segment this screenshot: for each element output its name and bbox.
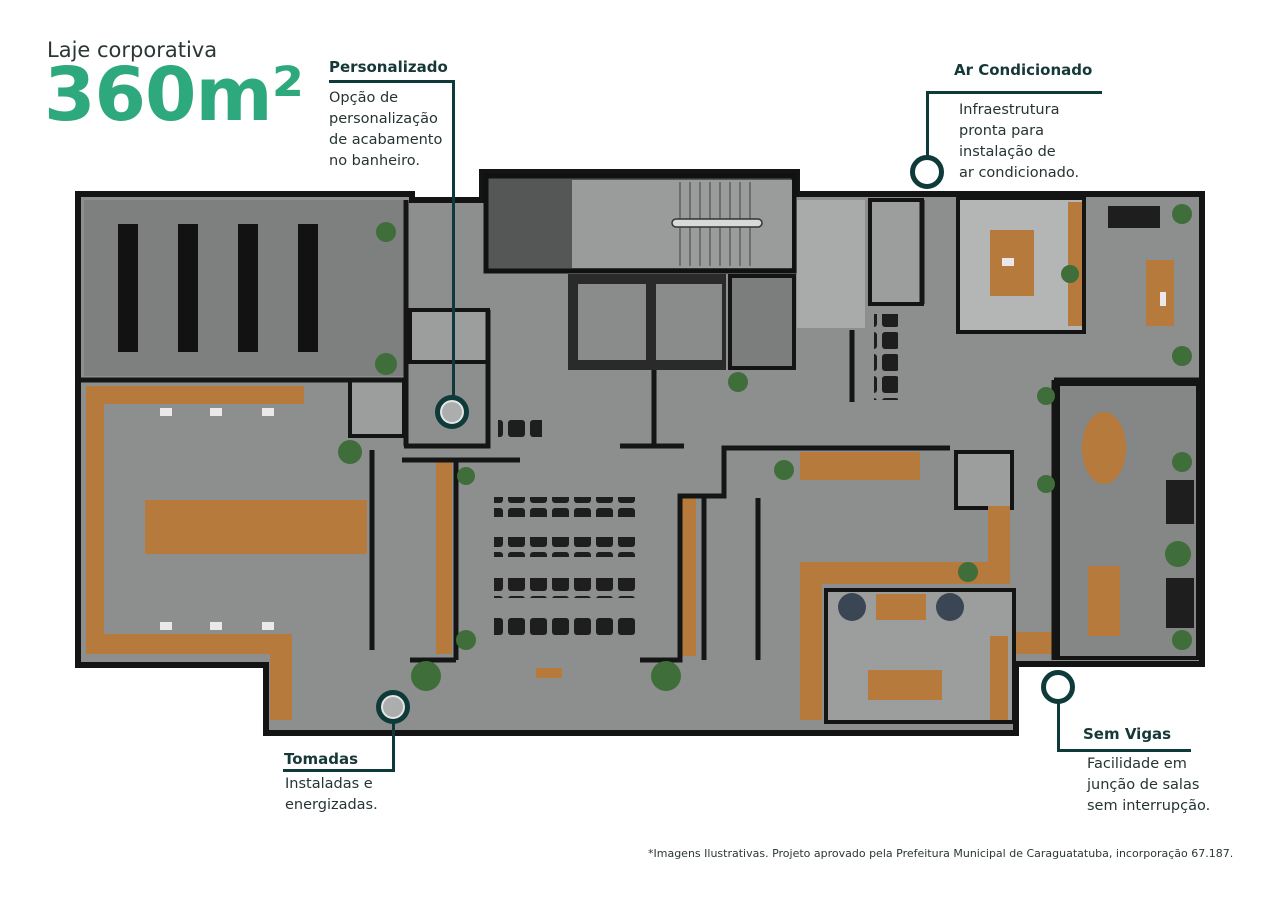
- callout-tomadas-title: Tomadas: [284, 750, 359, 768]
- callout-personalizado-line-2: personalização: [329, 111, 438, 127]
- footnote: *Imagens Ilustrativas. Projeto aprovado …: [648, 847, 1234, 860]
- callout-personalizado-text: Opção de personalização de acabamento no…: [329, 88, 442, 172]
- callout-sem-vigas-line-1: Facilidade em: [1087, 756, 1187, 772]
- callout-tomadas-marker: [376, 690, 410, 724]
- callout-tomadas-line-1: Instaladas e: [285, 776, 373, 792]
- callout-sem-vigas-line-v: [1057, 702, 1060, 752]
- callout-personalizado-marker: [435, 395, 469, 429]
- callout-ar-condicionado-line-4: ar condicionado.: [959, 165, 1080, 181]
- callout-ar-condicionado-line-h: [926, 91, 1102, 94]
- callout-sem-vigas-line-3: sem interrupção.: [1087, 798, 1211, 814]
- callout-sem-vigas-line-h: [1057, 749, 1191, 752]
- callout-ar-condicionado-line-2: pronta para: [959, 123, 1045, 139]
- callout-sem-vigas-marker: [1041, 670, 1075, 704]
- callout-personalizado-line-3: de acabamento: [329, 132, 443, 148]
- callout-tomadas-line-v: [392, 722, 395, 772]
- callout-tomadas-line-h: [283, 769, 395, 772]
- callout-sem-vigas-title: Sem Vigas: [1083, 725, 1172, 743]
- callout-personalizado-line-h: [329, 80, 455, 83]
- callout-ar-condicionado-line-1: Infraestrutura: [959, 102, 1060, 118]
- interior-walls: [78, 200, 1202, 663]
- page-subtitle: Laje corporativa: [47, 38, 218, 62]
- callout-personalizado-line-1: Opção de: [329, 90, 399, 106]
- callout-ar-condicionado-line-v: [926, 91, 929, 157]
- callout-ar-condicionado-marker: [910, 155, 944, 189]
- callout-ar-condicionado-line-3: instalação de: [959, 144, 1056, 160]
- callout-tomadas-text: Instaladas e energizadas.: [285, 774, 378, 816]
- callout-personalizado-title: Personalizado: [329, 58, 448, 76]
- callout-sem-vigas-text: Facilidade em junção de salas sem interr…: [1087, 754, 1210, 817]
- callout-ar-condicionado-text: Infraestrutura pronta para instalação de…: [959, 100, 1079, 184]
- callout-sem-vigas-line-2: junção de salas: [1087, 777, 1200, 793]
- desk-items: [160, 258, 1166, 678]
- callout-personalizado-line-4: no banheiro.: [329, 153, 420, 169]
- callout-ar-condicionado-title: Ar Condicionado: [954, 61, 1093, 79]
- callout-tomadas-line-2: energizadas.: [285, 797, 378, 813]
- callout-personalizado-line-v: [452, 80, 455, 398]
- workstations: [86, 386, 1054, 720]
- chair-rows: [494, 206, 1194, 638]
- area-value: 360m²: [44, 52, 304, 138]
- plants: [338, 204, 1192, 691]
